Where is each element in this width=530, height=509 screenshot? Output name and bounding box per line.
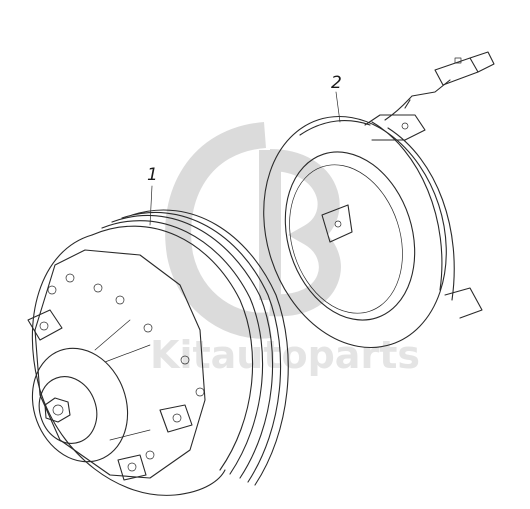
leader-line-1 [149,185,153,226]
field-coil [263,51,495,349]
watermark-text: Kitautoparts [150,333,420,377]
callout-1: 1 [147,165,158,185]
watermark-logo [165,122,341,339]
clutch-pulley [27,209,289,496]
leader-line-2 [335,91,341,123]
callout-2: 2 [331,73,342,93]
